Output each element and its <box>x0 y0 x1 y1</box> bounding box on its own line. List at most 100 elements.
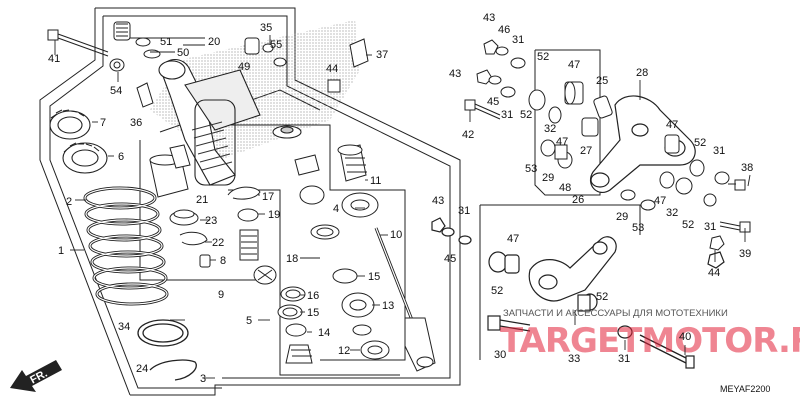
part-label-52-arm[interactable]: 52 <box>694 137 706 149</box>
watermark-logo: TARGETMOTOR.RU <box>500 321 800 361</box>
part-label-44-right[interactable]: 44 <box>708 267 720 279</box>
part-label-31-right[interactable]: 31 <box>704 221 716 233</box>
part-label-8[interactable]: 8 <box>220 255 226 267</box>
part-label-49[interactable]: 49 <box>238 61 250 73</box>
part-label-32[interactable]: 32 <box>544 123 556 135</box>
part-label-52-low[interactable]: 52 <box>682 219 694 231</box>
part-label-17[interactable]: 17 <box>262 191 274 203</box>
part-label-50[interactable]: 50 <box>177 47 189 59</box>
part-label-5[interactable]: 5 <box>246 315 252 327</box>
watermark-text: ЗАПЧАСТИ И АКСЕССУАРЫ ДЛЯ МОТОТЕХНИКИ <box>503 308 728 319</box>
part-label-19[interactable]: 19 <box>268 209 280 221</box>
part-label-31-mid[interactable]: 31 <box>501 109 513 121</box>
linkage-bearings <box>528 81 613 169</box>
part-label-18[interactable]: 18 <box>286 253 298 265</box>
spring-inner <box>84 187 168 305</box>
part-label-35[interactable]: 35 <box>260 22 272 34</box>
part-label-53[interactable]: 53 <box>525 163 537 175</box>
part-label-52-link-right[interactable]: 52 <box>596 291 608 303</box>
part-label-14[interactable]: 14 <box>318 327 330 339</box>
part-label-38[interactable]: 38 <box>741 162 753 174</box>
part-label-43-low[interactable]: 43 <box>432 195 444 207</box>
part-label-31-top[interactable]: 31 <box>512 34 524 46</box>
linkage-bolts-small <box>464 39 526 120</box>
part-label-28[interactable]: 28 <box>636 67 648 79</box>
part-label-4[interactable]: 4 <box>333 203 339 215</box>
leader-lines <box>54 35 751 379</box>
part-label-47-arm[interactable]: 47 <box>666 119 678 131</box>
part-label-52-mid[interactable]: 52 <box>520 109 532 121</box>
part-label-24[interactable]: 24 <box>136 363 148 375</box>
part-label-33[interactable]: 33 <box>568 353 580 365</box>
part-label-23[interactable]: 23 <box>205 215 217 227</box>
part-label-54[interactable]: 54 <box>110 85 122 97</box>
spring-lock-nuts <box>49 109 108 174</box>
watermark: ЗАПЧАСТИ И АКСЕССУАРЫ ДЛЯ МОТОТЕХНИКИ TA… <box>500 308 800 361</box>
part-label-15-lower[interactable]: 15 <box>307 307 319 319</box>
part-label-47-top[interactable]: 47 <box>568 59 580 71</box>
part-label-34[interactable]: 34 <box>118 321 130 333</box>
part-label-9[interactable]: 9 <box>218 289 224 301</box>
part-label-51[interactable]: 51 <box>160 36 172 48</box>
part-label-45[interactable]: 45 <box>487 96 499 108</box>
part-label-29[interactable]: 29 <box>542 172 554 184</box>
part-label-43-mid[interactable]: 43 <box>449 68 461 80</box>
part-label-52-top[interactable]: 52 <box>537 51 549 63</box>
part-label-31-low[interactable]: 31 <box>458 205 470 217</box>
part-label-36[interactable]: 36 <box>130 117 142 129</box>
part-label-48[interactable]: 48 <box>559 182 571 194</box>
bolt-41 <box>47 29 109 57</box>
part-label-47-link[interactable]: 47 <box>507 233 519 245</box>
part-label-6[interactable]: 6 <box>118 151 124 163</box>
part-label-16[interactable]: 16 <box>307 290 319 302</box>
part-label-15[interactable]: 15 <box>368 271 380 283</box>
part-label-45-low[interactable]: 45 <box>444 253 456 265</box>
part-label-31-arm[interactable]: 31 <box>713 145 725 157</box>
part-labels: 41 51 50 20 35 55 49 37 54 36 44 7 6 2 1… <box>48 12 753 385</box>
part-label-31-bottom[interactable]: 31 <box>618 353 630 365</box>
part-label-37[interactable]: 37 <box>376 49 388 61</box>
part-label-7[interactable]: 7 <box>100 117 106 129</box>
connecting-link-33 <box>431 217 725 369</box>
part-label-11[interactable]: 11 <box>370 175 381 187</box>
part-label-42[interactable]: 42 <box>462 129 474 141</box>
part-label-3[interactable]: 3 <box>200 373 206 385</box>
part-label-27[interactable]: 27 <box>580 145 592 157</box>
diagram-code: MEYAF2200 <box>720 384 770 394</box>
bump-rubber-parts <box>149 144 211 268</box>
part-label-47-low[interactable]: 47 <box>654 195 666 207</box>
shock-arm-28 <box>589 95 696 193</box>
part-label-1[interactable]: 1 <box>58 245 64 257</box>
part-label-21[interactable]: 21 <box>196 194 208 206</box>
part-label-13[interactable]: 13 <box>382 300 394 312</box>
part-label-29-low[interactable]: 29 <box>616 211 628 223</box>
shock-reservoir-spring <box>191 121 233 171</box>
part-label-12[interactable]: 12 <box>338 345 350 357</box>
front-direction-arrow: FR. <box>10 360 62 392</box>
part-label-55[interactable]: 55 <box>270 39 282 51</box>
shock-body <box>158 59 302 186</box>
part-label-20[interactable]: 20 <box>208 36 220 48</box>
part-label-22[interactable]: 22 <box>212 237 224 249</box>
part-label-47-mid[interactable]: 47 <box>556 136 568 148</box>
piston-rod-assembly <box>294 144 436 372</box>
part-label-53-low[interactable]: 53 <box>632 222 644 234</box>
part-label-46[interactable]: 46 <box>498 24 510 36</box>
part-label-43-top[interactable]: 43 <box>483 12 495 24</box>
part-label-30[interactable]: 30 <box>494 349 506 361</box>
part-label-10[interactable]: 10 <box>390 229 402 241</box>
part-label-41[interactable]: 41 <box>48 53 60 65</box>
part-label-25[interactable]: 25 <box>596 75 608 87</box>
part-label-39[interactable]: 39 <box>739 248 751 260</box>
part-label-32-low[interactable]: 32 <box>666 207 678 219</box>
part-label-2[interactable]: 2 <box>66 196 72 208</box>
part-label-26[interactable]: 26 <box>572 194 584 206</box>
part-label-52-link-left[interactable]: 52 <box>491 285 503 297</box>
arm-right-bearings <box>620 134 751 251</box>
part-label-40[interactable]: 40 <box>679 331 691 343</box>
damper-internals <box>227 186 313 364</box>
part-label-44[interactable]: 44 <box>326 63 338 75</box>
top-mount-parts <box>109 21 369 108</box>
